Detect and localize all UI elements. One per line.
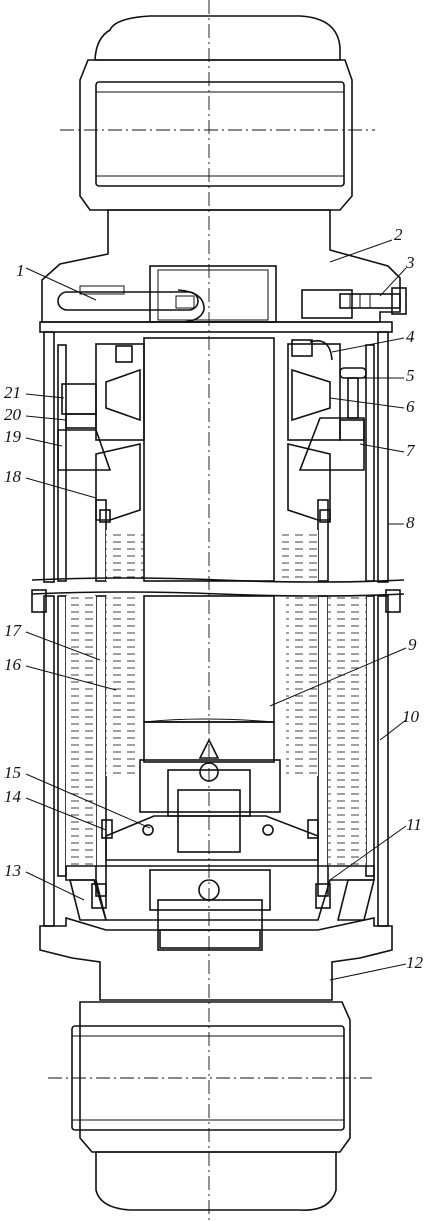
- label-10: 10: [402, 707, 420, 726]
- label-9: 9: [408, 635, 417, 654]
- break-line-top: [31, 577, 405, 583]
- bottom-eye-cap: [95, 1151, 337, 1211]
- top-eye-bushing: [95, 81, 345, 187]
- bottom-eye: [48, 1001, 372, 1211]
- label-14: 14: [4, 787, 22, 806]
- label-15: 15: [4, 763, 21, 782]
- label-21: 21: [4, 383, 21, 402]
- outer-casing: [31, 331, 401, 927]
- break-line-bottom: [31, 591, 405, 597]
- bolt-part-3: [301, 287, 407, 319]
- label-13: 13: [4, 861, 21, 880]
- label-17: 17: [4, 621, 23, 640]
- label-6: 6: [406, 397, 415, 416]
- label-18: 18: [4, 467, 22, 486]
- top-eye-rubber-ring: [79, 59, 353, 211]
- gland-assembly: [57, 339, 367, 523]
- label-8: 8: [406, 513, 415, 532]
- label-19: 19: [4, 427, 22, 446]
- label-16: 16: [4, 655, 22, 674]
- leader-lines: [25, 239, 407, 981]
- label-1: 1: [16, 261, 25, 280]
- casing-wall-left: [43, 331, 55, 583]
- label-12: 12: [406, 953, 424, 972]
- top-eye-cap: [94, 15, 341, 61]
- label-3: 3: [405, 253, 415, 272]
- label-2: 2: [394, 225, 403, 244]
- bottom-eye-rubber-ring: [79, 1001, 351, 1153]
- label-5: 5: [406, 366, 415, 385]
- lower-head-part-12: [39, 916, 393, 1001]
- base-ball-valve: [198, 879, 220, 901]
- top-eye: [60, 15, 375, 211]
- pin-part-1: [57, 285, 205, 323]
- bottom-eye-bushing: [71, 1025, 345, 1131]
- label-11: 11: [406, 815, 422, 834]
- top-plate: [39, 321, 393, 333]
- piston-ball-valve: [199, 762, 219, 782]
- label-20: 20: [4, 405, 22, 424]
- working-fluid: [66, 530, 366, 866]
- casing-wall-right: [377, 331, 389, 583]
- rod-part-9: [143, 0, 275, 1221]
- part-labels: 1 2 3 4 5 6 7 8 9 10 11 12 13 14 15 16 1…: [4, 225, 424, 972]
- bolt-pocket: [149, 265, 277, 323]
- label-7: 7: [406, 441, 416, 460]
- piston-valve-assembly: [101, 738, 319, 861]
- label-4: 4: [406, 327, 415, 346]
- upper-head-part-2: [41, 209, 401, 323]
